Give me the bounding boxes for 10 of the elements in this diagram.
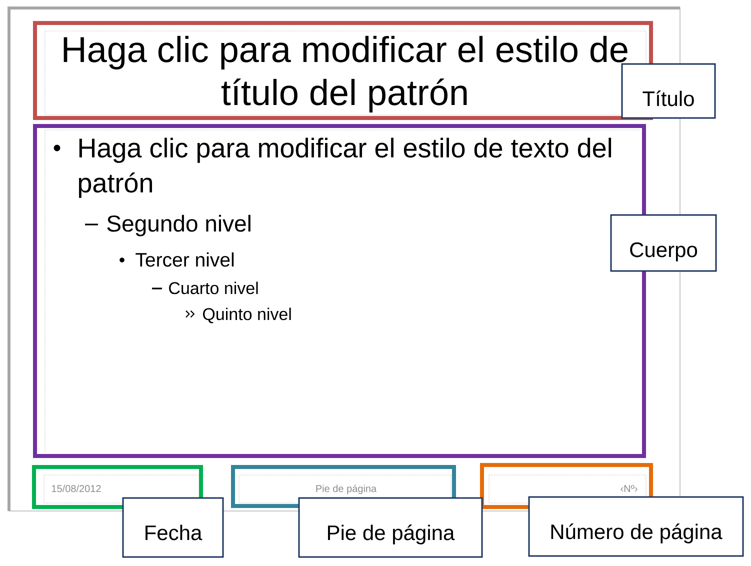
callout-box: Pie de página: [298, 497, 483, 558]
list-item: Cuarto nivel: [169, 282, 258, 294]
list-item: Tercer nivel: [136, 252, 234, 267]
callout-box: Cuerpo: [610, 214, 717, 272]
list-item: Segundo nivel: [107, 214, 250, 236]
callout-box: Título: [621, 63, 716, 119]
list-item: Quinto nivel: [203, 308, 291, 324]
callout-box: Número de página: [528, 496, 744, 557]
callout-box: Fecha: [122, 497, 224, 558]
list-item: Haga clic para modificar el estilo de texto del patrón: [78, 138, 612, 198]
